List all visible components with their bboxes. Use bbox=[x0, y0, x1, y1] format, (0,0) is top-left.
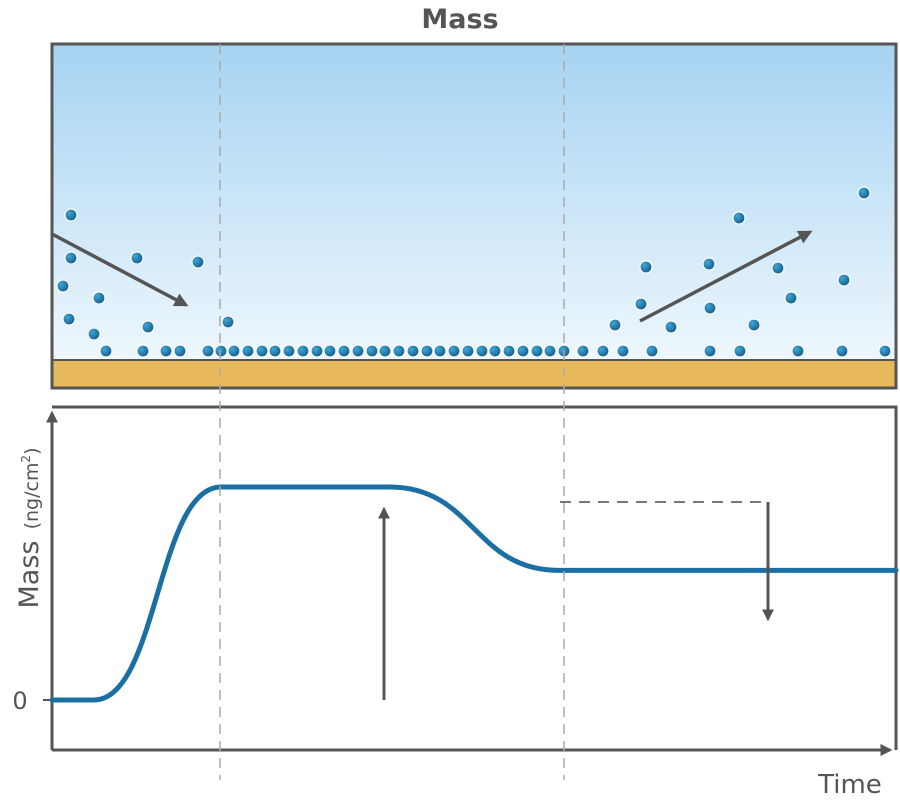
particle bbox=[337, 344, 351, 358]
particle bbox=[130, 251, 144, 265]
particle bbox=[447, 344, 461, 358]
particle bbox=[837, 273, 851, 287]
particle bbox=[878, 344, 892, 358]
particle bbox=[173, 344, 187, 358]
particle bbox=[255, 344, 269, 358]
particle bbox=[378, 344, 392, 358]
particle bbox=[420, 344, 434, 358]
particle bbox=[201, 344, 215, 358]
particle bbox=[159, 344, 173, 358]
particle bbox=[296, 344, 310, 358]
particle bbox=[392, 344, 406, 358]
particle bbox=[576, 344, 590, 358]
particle bbox=[502, 344, 516, 358]
particle bbox=[87, 327, 101, 341]
particle bbox=[733, 344, 747, 358]
particle bbox=[406, 344, 420, 358]
particle bbox=[732, 211, 746, 225]
particle bbox=[310, 344, 324, 358]
particle bbox=[639, 260, 653, 274]
particle bbox=[747, 318, 761, 332]
y-tick-label-zero: 0 bbox=[12, 687, 27, 715]
particle bbox=[241, 344, 255, 358]
y-axis-label: Mass (ng/cm2) bbox=[14, 447, 45, 608]
particle bbox=[351, 344, 365, 358]
liquid-region bbox=[52, 44, 896, 360]
particle bbox=[791, 344, 805, 358]
particle bbox=[365, 344, 379, 358]
particle bbox=[596, 344, 610, 358]
y-axis-unit: (ng/cm2) bbox=[19, 447, 43, 529]
particle bbox=[191, 255, 205, 269]
particle bbox=[56, 279, 70, 293]
mass-vs-time-chart: Mass (ng/cm2) 0 Time bbox=[12, 405, 899, 800]
adsorption-illustration-panel bbox=[50, 42, 898, 390]
particle bbox=[64, 251, 78, 265]
particle bbox=[323, 344, 337, 358]
diagram-title: Mass bbox=[421, 4, 498, 35]
particle bbox=[702, 257, 716, 271]
particle bbox=[488, 344, 502, 358]
particle bbox=[608, 318, 622, 332]
particle bbox=[141, 320, 155, 334]
particle bbox=[92, 291, 106, 305]
particle bbox=[433, 344, 447, 358]
particle bbox=[64, 208, 78, 222]
particle bbox=[530, 344, 544, 358]
particle bbox=[282, 344, 296, 358]
substrate-layer bbox=[52, 360, 896, 388]
top-panel-frame bbox=[50, 42, 898, 390]
particle bbox=[62, 312, 76, 326]
x-axis-label: Time bbox=[817, 770, 882, 800]
particle bbox=[857, 186, 871, 200]
particle bbox=[645, 344, 659, 358]
particle bbox=[99, 344, 113, 358]
particle bbox=[664, 320, 678, 334]
particle bbox=[784, 291, 798, 305]
particles-group bbox=[56, 186, 892, 358]
particle bbox=[835, 344, 849, 358]
particle bbox=[634, 297, 648, 311]
outgoing-flow-arrow bbox=[639, 230, 813, 323]
particle bbox=[771, 261, 785, 275]
incoming-flow-arrow bbox=[51, 232, 189, 307]
y-axis-label-main: Mass bbox=[14, 541, 45, 609]
particle bbox=[516, 344, 530, 358]
particle bbox=[214, 344, 228, 358]
particle bbox=[461, 344, 475, 358]
particle bbox=[703, 344, 717, 358]
particle bbox=[616, 344, 630, 358]
particle bbox=[475, 344, 489, 358]
chart-frame-top-right bbox=[52, 405, 898, 750]
particle bbox=[703, 301, 717, 315]
particle bbox=[136, 344, 150, 358]
particle bbox=[221, 315, 235, 329]
particle bbox=[543, 344, 557, 358]
particle bbox=[227, 344, 241, 358]
particle bbox=[268, 344, 282, 358]
